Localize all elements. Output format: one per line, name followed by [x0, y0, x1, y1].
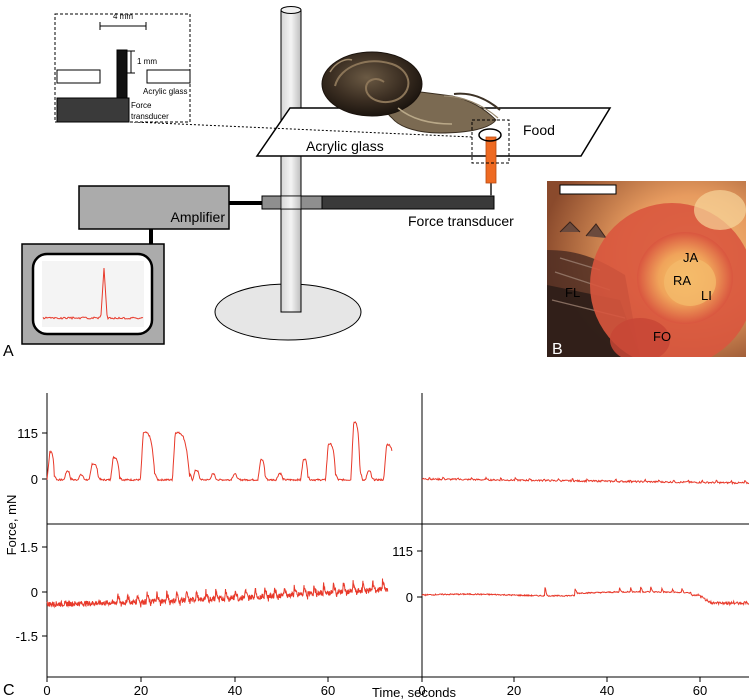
panel-c: 115 0 1.5 0 -1.5 115 0 0 20 40 60 0 20 4… — [3, 393, 749, 699]
transducer-tip — [485, 136, 497, 184]
inset: 4 mm 1 mm Acrylic glass Force transducer — [54, 12, 191, 123]
y-axis-title: Force, mN — [4, 495, 19, 556]
scale-bar — [559, 184, 617, 195]
xtick-label-l-60: 60 — [321, 683, 335, 698]
inset-leader — [133, 121, 473, 138]
xtick-label-r-60: 60 — [693, 683, 707, 698]
trace-bottom-right — [421, 586, 749, 607]
stand-pole — [280, 9, 302, 313]
inset-probe — [116, 49, 128, 99]
label-li: LI — [701, 288, 712, 303]
tick-label-bl-0: 0 — [31, 585, 38, 600]
tick-label-br-115: 115 — [392, 544, 413, 559]
contact-ring — [478, 128, 502, 142]
panel-b-photo — [547, 181, 746, 357]
acrylic-glass-label: Acrylic glass — [306, 138, 384, 154]
xtick-label-r-20: 20 — [507, 683, 521, 698]
tick-label-bl-1.5: 1.5 — [20, 540, 38, 555]
panel-c-label: C — [3, 682, 15, 699]
monitor-screen-inner — [42, 261, 144, 327]
tick-label-br-0: 0 — [406, 590, 413, 605]
label-ra: RA — [673, 273, 691, 288]
tick-label-tl-115: 115 — [17, 426, 38, 441]
panel-b-label: B — [552, 341, 563, 358]
panel-b: JA RA LI FL FO B — [547, 181, 746, 358]
x-axis-title: Time, seconds — [372, 685, 457, 699]
xtick-label-l-40: 40 — [228, 683, 242, 698]
tick-label-bl-neg1.5: -1.5 — [16, 629, 38, 644]
xtick-label-l-20: 20 — [134, 683, 148, 698]
stand-pole-front — [280, 195, 302, 210]
inset-transducer-label-2: transducer — [131, 112, 169, 121]
scale-1mm-label: 1 mm — [137, 57, 157, 66]
trace-top-left — [46, 421, 393, 482]
label-fo: FO — [653, 329, 671, 344]
trace-top-right — [421, 476, 749, 485]
xtick-label-r-40: 40 — [600, 683, 614, 698]
amplifier-box — [78, 185, 230, 230]
panel-a-label: A — [3, 343, 14, 360]
inset-glass-label: Acrylic glass — [143, 87, 187, 96]
stand-pole-top — [280, 6, 302, 14]
label-fl: FL — [565, 285, 580, 300]
panel-a: Amplifier Acrylic glass Food Force trans… — [3, 6, 612, 360]
xtick-label-l-0: 0 — [43, 683, 50, 698]
inset-glass-right — [146, 69, 191, 84]
amplifier-label: Amplifier — [171, 209, 226, 225]
inset-transducer — [56, 97, 130, 123]
force-transducer-label: Force transducer — [408, 213, 514, 229]
snail-photo — [321, 51, 501, 134]
inset-transducer-label-1: Force — [131, 101, 152, 110]
inset-glass-left — [56, 69, 101, 84]
monitor-trace — [42, 267, 144, 321]
food-label: Food — [523, 122, 555, 138]
xtick-label-r-0: 0 — [418, 683, 425, 698]
tick-label-tl-0: 0 — [31, 472, 38, 487]
label-ja: JA — [683, 250, 699, 265]
scale-4mm-label: 4 mm — [113, 12, 133, 21]
trace-bottom-left — [46, 578, 389, 609]
